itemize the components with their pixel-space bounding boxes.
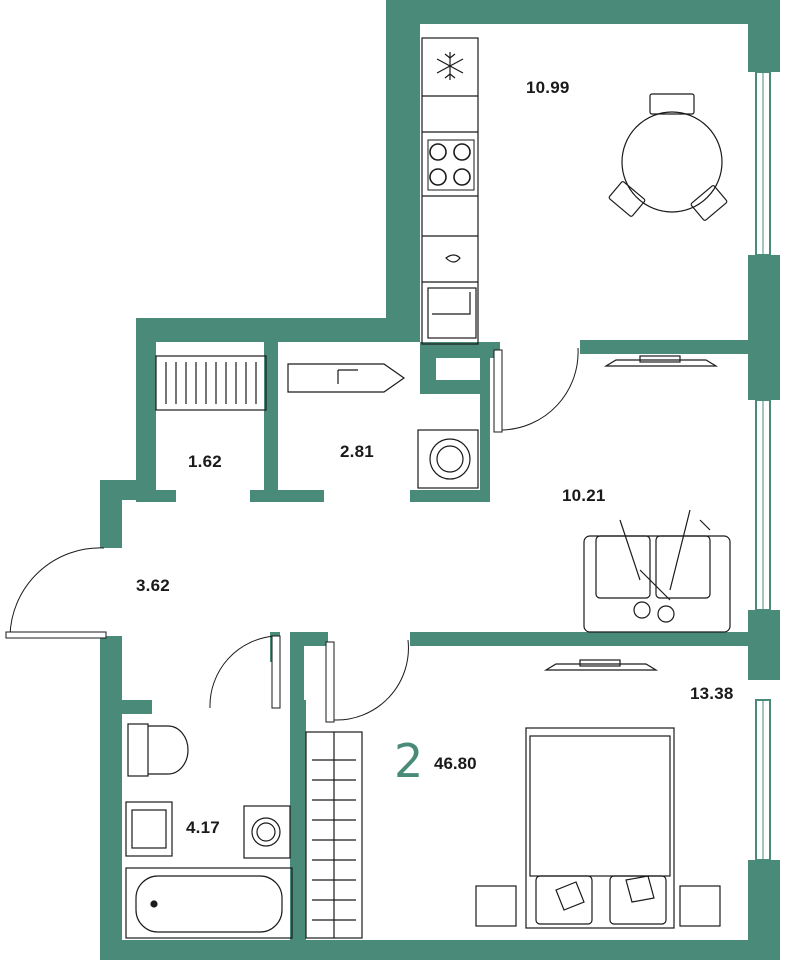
iron-icon	[287, 363, 406, 393]
radiator-icon	[155, 355, 267, 411]
rooms-count: 2	[394, 734, 424, 788]
toilet-icon	[127, 723, 189, 777]
total-area: 46.80	[434, 754, 477, 773]
stove-icon	[427, 139, 475, 191]
closet-area-label: 1.62	[188, 452, 222, 471]
washer-icon	[417, 429, 479, 489]
walls	[100, 0, 780, 960]
nightstand-icons	[475, 885, 721, 927]
sink-bathroom-icon	[125, 801, 173, 857]
washer-bathroom-icon	[243, 805, 291, 859]
sink-basin-icon	[427, 287, 477, 339]
bedroom-area-label: 13.38	[690, 684, 734, 703]
bathtub-icon	[125, 867, 293, 939]
doors	[5, 347, 579, 723]
table-icon	[608, 93, 728, 221]
sink-icon	[445, 254, 461, 263]
tv-bedroom-icon	[543, 659, 659, 671]
laundry-area-label: 2.81	[340, 442, 374, 461]
bed-icon	[525, 727, 675, 929]
bathroom-area-label: 4.17	[186, 818, 220, 837]
sofa-icon	[583, 509, 731, 633]
kitchen-area-label: 10.99	[526, 78, 570, 97]
tv-icon	[603, 355, 719, 367]
wardrobe-icon	[305, 731, 363, 939]
snowflake-icon	[436, 52, 464, 80]
hall-area-label: 3.62	[136, 576, 170, 595]
kitchen-unit	[421, 37, 479, 345]
living-area-label: 10.21	[562, 486, 606, 505]
